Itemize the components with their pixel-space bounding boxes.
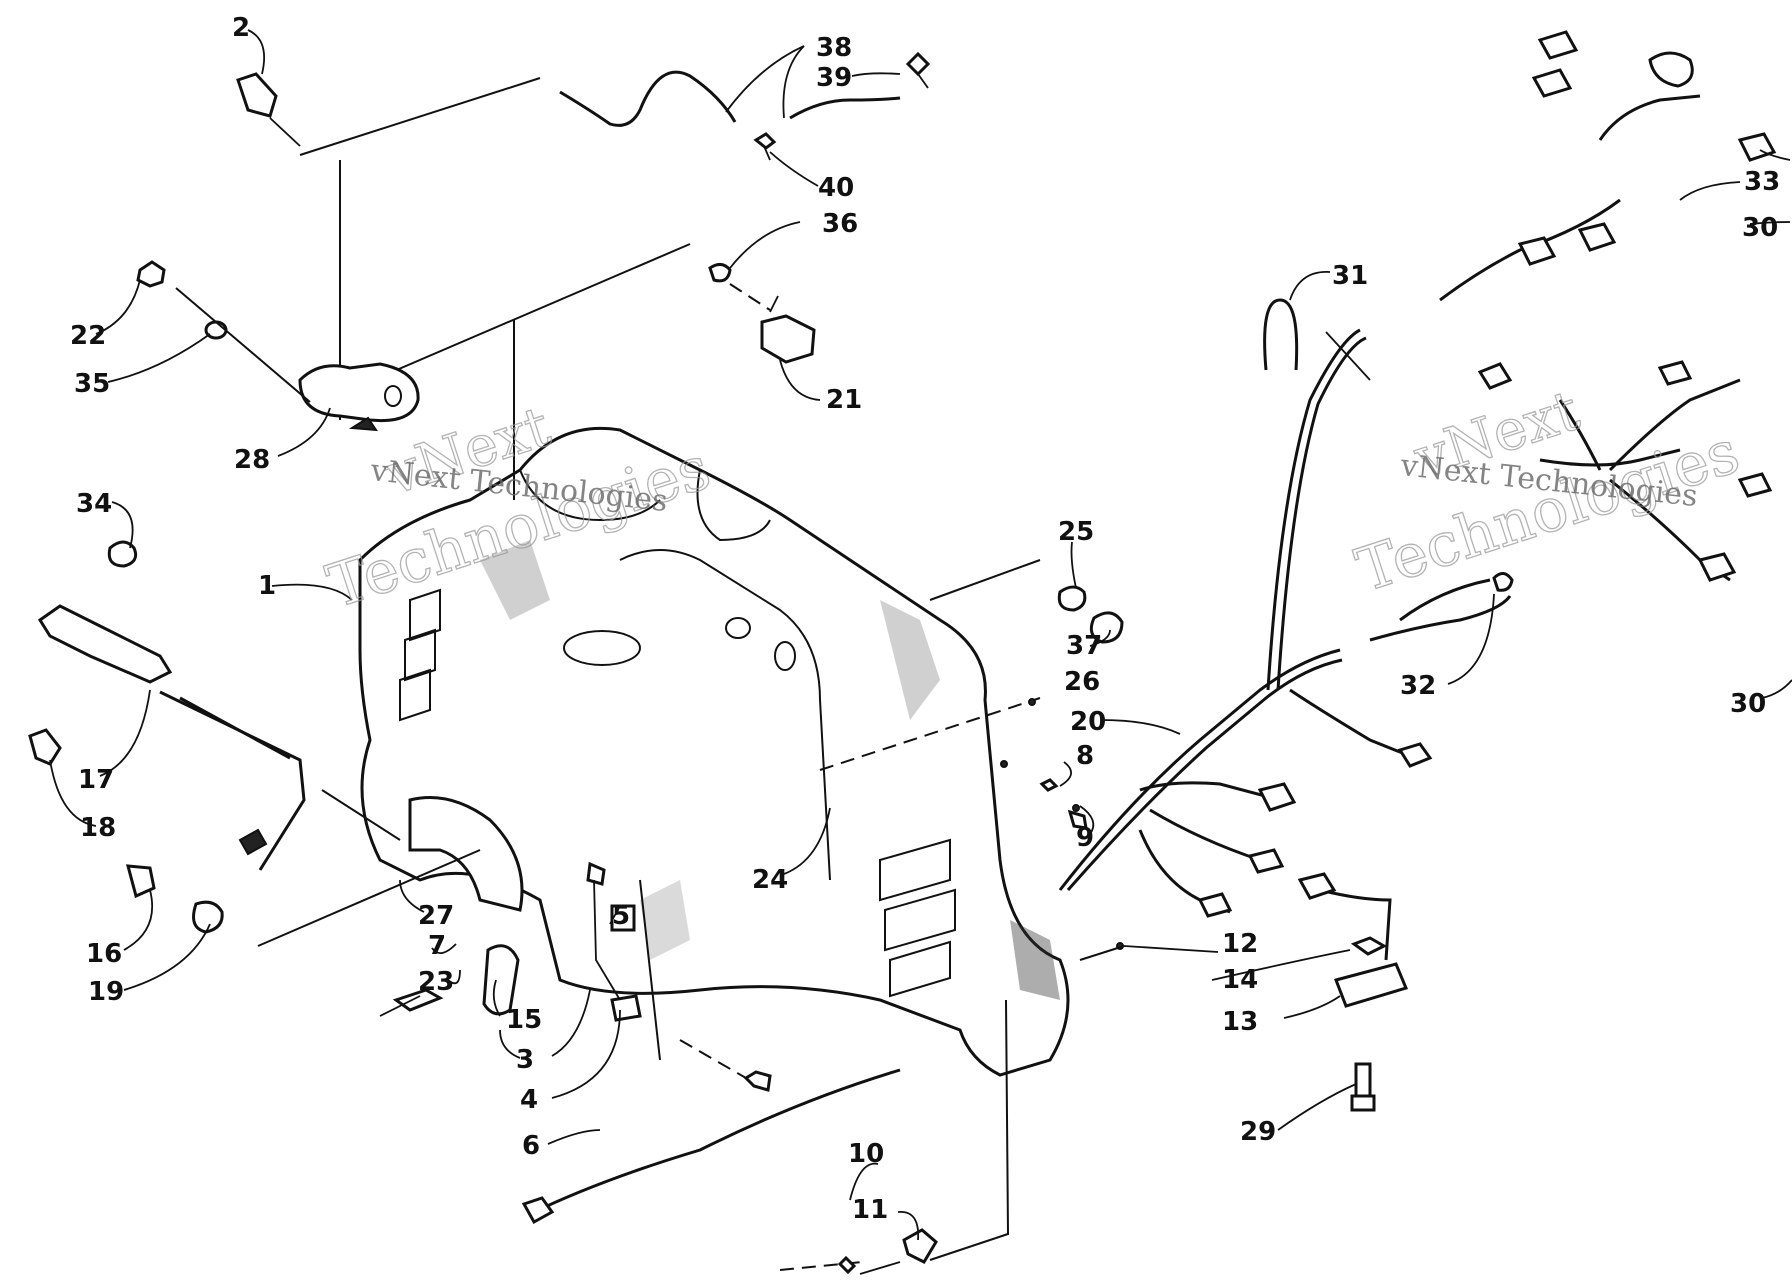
callout-5: 5: [612, 901, 630, 931]
callout-6: 6: [522, 1131, 540, 1161]
callout-39: 39: [816, 63, 852, 93]
callout-23: 23: [418, 967, 454, 997]
upper-left-assembly: [136, 51, 931, 500]
callout-7: 7: [428, 931, 446, 961]
callout-38: 38: [816, 33, 852, 63]
callout-37: 37: [1066, 631, 1102, 661]
callout-3: 3: [516, 1045, 534, 1075]
callout-18: 18: [80, 813, 116, 843]
callout-20: 20: [1070, 707, 1106, 737]
callout-28: 28: [234, 445, 270, 475]
callout-35: 35: [74, 369, 110, 399]
lower-parts: [379, 861, 1010, 1275]
right-hardware: [819, 559, 1125, 961]
callout-11: 11: [852, 1195, 888, 1225]
callout-13: 13: [1222, 1007, 1258, 1037]
console-panel: [358, 426, 1070, 1077]
wiring-harness: [1058, 30, 1777, 918]
callout-22: 22: [70, 321, 106, 351]
callout-30-upper: 30: [1742, 213, 1778, 243]
callout-25: 25: [1058, 517, 1094, 547]
callout-21: 21: [826, 385, 862, 415]
callout-9: 9: [1076, 823, 1094, 853]
callout-27: 27: [418, 901, 454, 931]
callout-31: 31: [1332, 261, 1368, 291]
callout-29: 29: [1240, 1117, 1276, 1147]
callout-14: 14: [1222, 965, 1258, 995]
callout-10: 10: [848, 1139, 884, 1169]
callout-2: 2: [232, 13, 250, 43]
callout-17: 17: [78, 765, 114, 795]
callout-16: 16: [86, 939, 122, 969]
left-side-cable: [28, 540, 481, 947]
callout-8: 8: [1076, 741, 1094, 771]
callout-34: 34: [76, 489, 112, 519]
callout-4: 4: [520, 1085, 538, 1115]
callout-33: 33: [1744, 167, 1780, 197]
leader-lines: [49, 29, 1792, 1241]
callout-26: 26: [1064, 667, 1100, 697]
callout-15: 15: [506, 1005, 542, 1035]
callout-40: 40: [818, 173, 854, 203]
callout-30-lower: 30: [1730, 689, 1766, 719]
callout-32: 32: [1400, 671, 1436, 701]
callout-36: 36: [822, 209, 858, 239]
callout-19: 19: [88, 977, 124, 1007]
callout-labels: 1 2 3 4 5 6 7 8 9 10 11 12 13 14 15 16 1…: [70, 13, 1780, 1225]
callout-12: 12: [1222, 929, 1258, 959]
callout-24: 24: [752, 865, 788, 895]
callout-1: 1: [258, 571, 276, 601]
regulator-assembly: [1297, 872, 1409, 1112]
